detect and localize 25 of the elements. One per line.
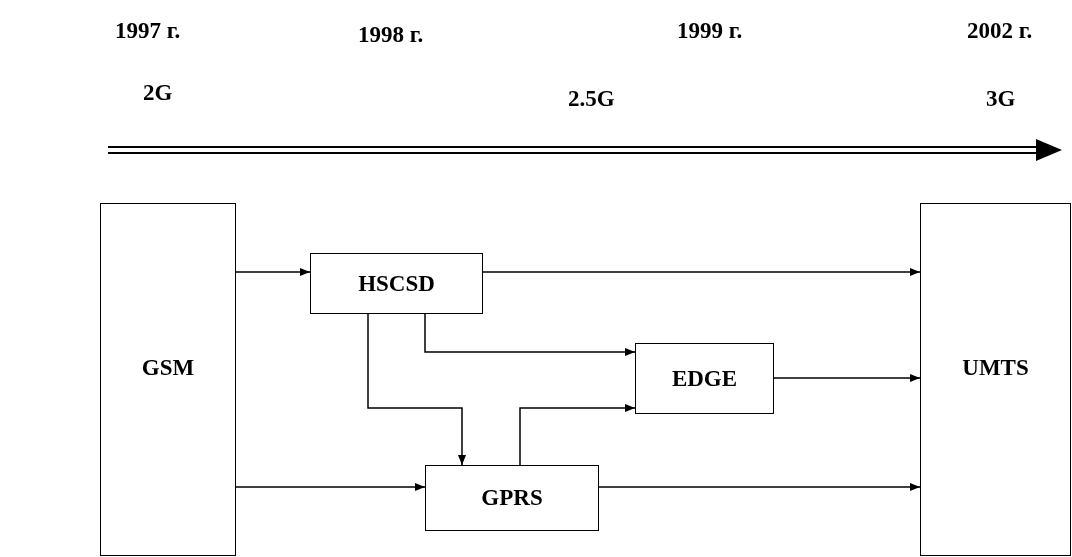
timeline-label: 2002 г. (967, 18, 1033, 44)
arrow (482, 268, 921, 276)
arrow (424, 313, 636, 356)
timeline-label: 1998 г. (358, 22, 424, 48)
process-box (635, 343, 774, 414)
process-box (100, 203, 236, 556)
arrow (598, 483, 921, 491)
arrow (367, 313, 466, 466)
node-label: UMTS (961, 355, 1030, 381)
process-box (425, 465, 599, 531)
node-label: GPRS (480, 485, 544, 511)
node-label: EDGE (670, 365, 739, 392)
timeline-label: 1997 г. (115, 18, 181, 44)
arrow (235, 483, 426, 491)
arrow (235, 268, 311, 276)
timeline-label: 2.5G (568, 86, 615, 112)
process-box (920, 203, 1071, 556)
timeline-label: 1999 г. (677, 18, 743, 44)
arrow (773, 374, 921, 382)
arrow (519, 404, 636, 466)
timeline-label: 2G (143, 80, 173, 106)
node-label: GSM (140, 355, 196, 381)
process-box (310, 253, 483, 314)
timeline-label: 3G (986, 86, 1016, 112)
node-label: HSCSD (357, 270, 436, 297)
